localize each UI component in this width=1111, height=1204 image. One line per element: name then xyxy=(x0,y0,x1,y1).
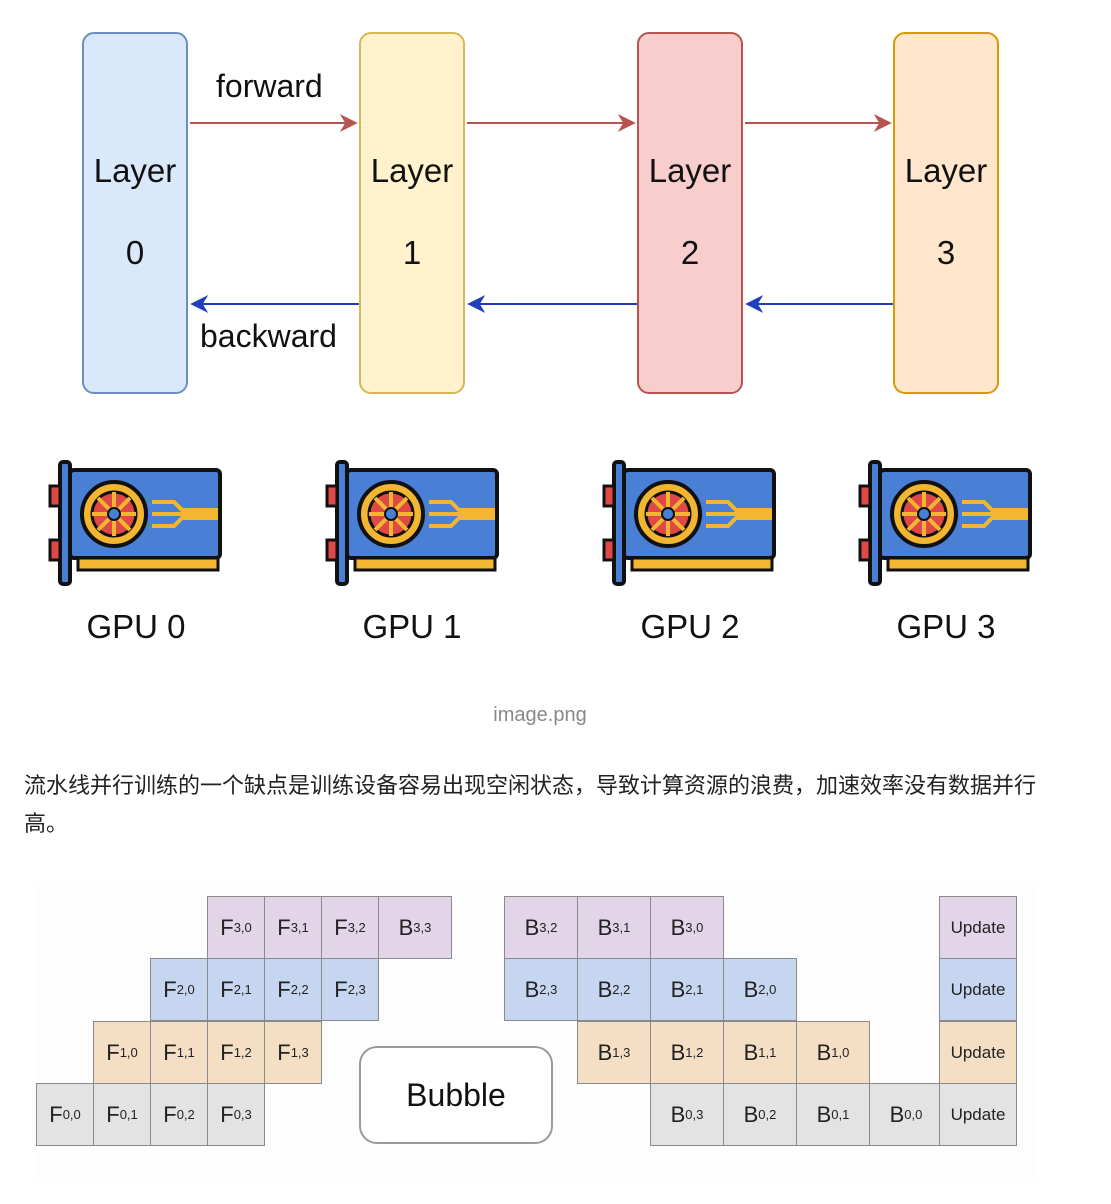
layer-word: Layer xyxy=(904,152,988,189)
arrows xyxy=(190,114,893,313)
update-cell: Update xyxy=(939,896,1017,959)
update-cell: Update xyxy=(939,958,1017,1021)
body-paragraph: 流水线并行训练的一个缺点是训练设备容易出现空闲状态，导致计算资源的浪费，加速效率… xyxy=(24,774,1037,837)
update-cell: Update xyxy=(939,1083,1017,1146)
layer-box-0: Layer 0 xyxy=(82,32,188,394)
pipeline-diagram: Layer 0 Layer 1 Layer 2 Layer 3 forward … xyxy=(48,32,1032,645)
update-cell: Update xyxy=(939,1021,1017,1084)
layer-box-1: Layer 1 xyxy=(359,32,465,394)
graphics-card-icon xyxy=(602,460,776,586)
layer-index: 2 xyxy=(680,234,700,271)
gpu-label-1: GPU 1 xyxy=(362,608,462,645)
layer-word: Layer xyxy=(648,152,732,189)
gpu-label-3: GPU 3 xyxy=(896,608,996,645)
layer-index: 1 xyxy=(402,234,422,271)
layer-box-2: Layer 2 xyxy=(637,32,743,394)
layer-word: Layer xyxy=(370,152,454,189)
layer-box-3: Layer 3 xyxy=(893,32,999,394)
layer-index: 0 xyxy=(125,234,145,271)
gpu-label-2: GPU 2 xyxy=(640,608,740,645)
bubble-label: Bubble xyxy=(359,1046,553,1144)
graphics-card-icon xyxy=(858,460,1032,586)
image-caption: image.png xyxy=(493,704,587,726)
layer-index: 3 xyxy=(936,234,956,271)
graphics-card-icon xyxy=(325,460,499,586)
backward-label: backward xyxy=(200,318,337,354)
layer-word: Layer xyxy=(93,152,177,189)
forward-label: forward xyxy=(216,68,323,104)
graphics-card-icon xyxy=(48,460,222,586)
gpu-label-0: GPU 0 xyxy=(86,608,186,645)
